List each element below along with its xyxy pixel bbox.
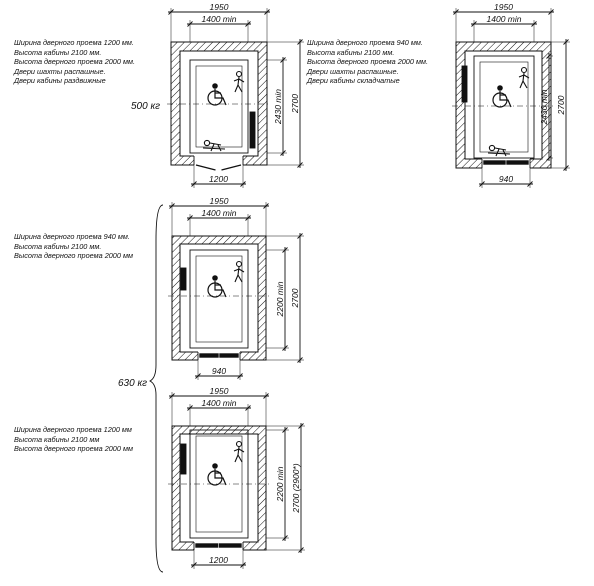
dim-outer-depth: 2700	[290, 39, 303, 168]
dim-door-width-label: 1200	[209, 174, 228, 184]
dim-inner-depth-label: 2200 min	[275, 466, 285, 502]
car-panel-icon	[180, 267, 187, 291]
spec-line: Ширина дверного проема 1200 мм	[14, 425, 132, 434]
spec-note-c: Ширина дверного проема 940 мм. Высота ка…	[14, 232, 133, 261]
door-leaves	[195, 543, 242, 548]
spec-line: Ширина дверного проема 940 мм.	[307, 38, 423, 47]
shaft-wall	[171, 235, 267, 361]
dim-inner-depth-label: 2430 min	[273, 89, 283, 125]
dim-outer-width: 1950	[169, 196, 269, 209]
spec-line: Высота дверного проема 2000 мм	[14, 251, 133, 261]
door-opening	[194, 541, 243, 551]
crutch-person-icon	[487, 144, 511, 157]
dim-door-width: 1200	[191, 174, 246, 187]
spec-line: Двери шахты распашные.	[307, 66, 399, 76]
wheelchair-icon	[207, 463, 227, 486]
dim-door-width: 940	[195, 366, 243, 379]
person-icon	[233, 260, 245, 283]
dim-inner-width: 1400 min	[187, 398, 251, 411]
dim-outer-depth-label: 2700	[556, 95, 566, 115]
shaft-plan-c: 1950 1400 min 2200 min 2700 940	[168, 196, 304, 380]
dim-outer-width-label: 1950	[210, 386, 229, 396]
door-opening	[482, 158, 530, 169]
wheelchair-icon	[207, 275, 227, 298]
person-icon	[233, 70, 245, 93]
cab-floor	[195, 255, 243, 343]
load-label-630: 630 кг	[118, 378, 148, 389]
spec-line: Высота кабины 2100 мм	[14, 434, 100, 444]
dim-outer-width: 1950	[453, 2, 554, 15]
door-opening	[194, 155, 243, 166]
dim-inner-width: 1400 min	[187, 14, 251, 27]
shaft-plan-b: 1950 1400 min 2430 min 2700 940	[452, 2, 570, 188]
dim-inner-depth: 2430 min	[539, 53, 552, 161]
dim-inner-width-label: 1400 min	[202, 398, 237, 408]
dim-outer-width-label: 1950	[210, 2, 229, 12]
dim-inner-width-label: 1400 min	[202, 208, 237, 218]
dim-outer-depth: 2700 (2900*)	[291, 423, 304, 553]
spec-note-b: Ширина дверного проема 940 мм. Высота ка…	[307, 38, 428, 86]
spec-line: Ширина дверного проема 1200 мм.	[14, 38, 134, 47]
spec-line: Двери кабины раздвижные	[14, 76, 106, 86]
dim-door-width: 940	[479, 174, 533, 187]
spec-line: Двери шахты распашные.	[14, 66, 106, 76]
dim-inner-width: 1400 min	[187, 208, 251, 221]
crutch-person-icon	[202, 139, 226, 152]
dim-door-width: 1200	[191, 555, 246, 568]
spec-line: Высота дверного проема 2000 мм	[14, 444, 133, 454]
spec-note-d: Ширина дверного проема 1200 мм Высота ка…	[14, 425, 133, 454]
dim-outer-width-label: 1950	[210, 196, 229, 206]
door-opening	[198, 351, 240, 361]
person-icon	[233, 440, 245, 463]
dim-outer-width-label: 1950	[494, 2, 513, 12]
dim-inner-width: 1400 min	[471, 14, 537, 27]
load-group-brace	[148, 204, 164, 573]
car-panel-icon	[461, 65, 468, 103]
cab-outline	[473, 55, 535, 159]
door-leaves	[199, 353, 239, 358]
dim-outer-width: 1950	[169, 386, 269, 399]
spec-line: Высота дверного проема 2000 мм.	[14, 57, 135, 67]
person-icon	[518, 66, 530, 89]
shaft-plan-d: 1950 1400 min 2200 min 2700 (2900*) 1200	[168, 386, 305, 569]
spec-line: Высота кабины 2100 мм.	[14, 47, 102, 57]
dim-inner-depth: 2200 min	[275, 427, 288, 541]
dim-outer-depth-label: 2700	[290, 94, 300, 114]
wheelchair-icon	[492, 85, 512, 108]
car-panel-icon	[180, 443, 187, 475]
spec-line: Двери кабины складчатые	[307, 76, 400, 86]
dim-inner-width-label: 1400 min	[487, 14, 522, 24]
dim-outer-depth-label: 2700 (2900*)	[291, 463, 301, 513]
dim-door-width-label: 940	[212, 366, 226, 376]
cab-outline	[189, 59, 249, 154]
dim-inner-depth-label: 2200 min	[275, 281, 285, 317]
dim-outer-depth: 2700	[290, 233, 303, 363]
spec-line: Высота кабины 2100 мм.	[307, 47, 395, 57]
dim-outer-depth-label: 2700	[290, 288, 300, 308]
door-leaves	[483, 160, 529, 165]
shaft-plan-a: 1950 1400 min 2430 min 2700 1200	[167, 2, 304, 188]
spec-note-a: Ширина дверного проема 1200 мм. Высота к…	[14, 38, 135, 86]
dim-inner-depth: 2200 min	[275, 247, 288, 351]
dim-inner-depth-label: 2430 min	[539, 89, 549, 125]
dim-door-width-label: 1200	[209, 555, 228, 565]
door-leaves	[195, 164, 242, 171]
cab-floor	[479, 61, 529, 153]
wheelchair-icon	[207, 83, 227, 106]
spec-line: Высота кабины 2100 мм.	[14, 241, 102, 251]
load-label-500: 500 кг	[131, 101, 161, 112]
dim-door-width-label: 940	[499, 174, 513, 184]
car-panel-icon	[249, 111, 256, 149]
cab-outline	[189, 249, 249, 349]
dim-inner-depth: 2430 min	[273, 57, 286, 156]
dim-inner-width-label: 1400 min	[202, 14, 237, 24]
dim-outer-width: 1950	[168, 2, 270, 15]
spec-line: Высота дверного проема 2000 мм.	[307, 57, 428, 67]
dim-outer-depth: 2700	[556, 39, 569, 171]
spec-line: Ширина дверного проема 940 мм.	[14, 232, 130, 241]
cab-floor	[195, 65, 243, 148]
